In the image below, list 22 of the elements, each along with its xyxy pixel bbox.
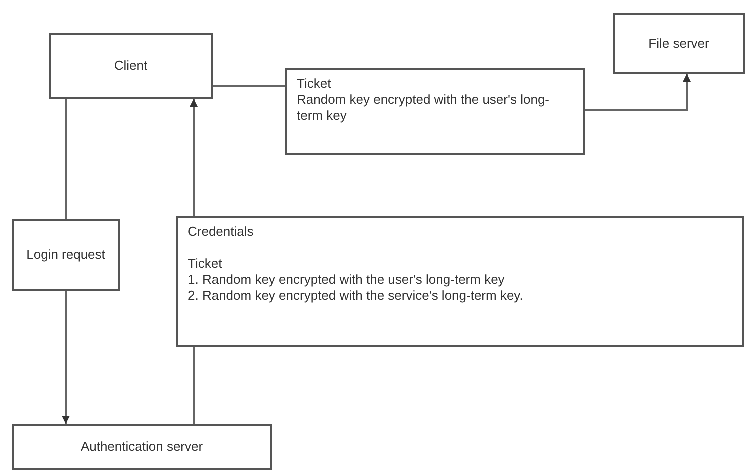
arrow (585, 74, 691, 111)
body-text: 1. Random key encrypted with the user's long-term key (188, 272, 506, 288)
body-text: Client (114, 58, 148, 74)
heading-text: Credentials (188, 224, 255, 240)
text-box (49, 33, 213, 99)
arrow (190, 99, 198, 216)
body-text: 2. Random key encrypted with the service's long-term key. (188, 288, 524, 304)
body-text: Login request (26, 247, 106, 263)
connector-line (213, 85, 285, 87)
text-box (613, 13, 745, 74)
text-box (285, 68, 585, 155)
body-text: File server (648, 36, 710, 52)
connector-line (65, 99, 67, 219)
text-box (12, 219, 120, 291)
arrow (62, 291, 70, 424)
body-text: Authentication server (80, 439, 204, 455)
text-box (12, 424, 272, 470)
text-box (176, 216, 744, 347)
connector-line (193, 347, 195, 424)
heading-text: Ticket (297, 76, 332, 92)
body-text: Ticket (188, 256, 224, 272)
body-text: Random key encrypted with the user's long-term key (297, 92, 550, 124)
